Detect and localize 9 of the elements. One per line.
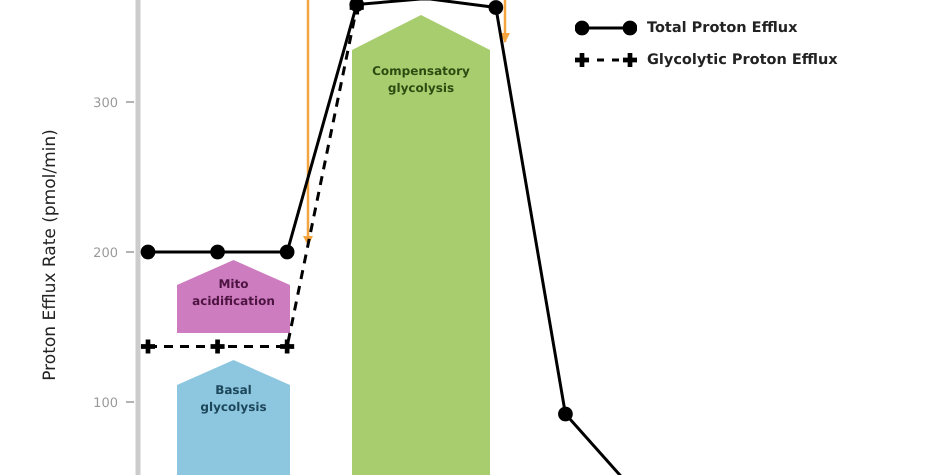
axis-title: Proton Efflux Rate (pmol/min) [40, 129, 60, 381]
tick-label: 300 [93, 96, 118, 111]
tick-label: 100 [93, 396, 118, 411]
tick-label: 200 [93, 246, 118, 261]
legend-label: Glycolytic Proton Efflux [647, 52, 838, 68]
annotation-label: Compensatory glycolysis [371, 63, 471, 97]
annotation-label: Basal glycolysis [199, 382, 268, 416]
legend-label: Total Proton Efflux [647, 20, 798, 36]
annotation-label: Mito acidification [191, 276, 276, 310]
